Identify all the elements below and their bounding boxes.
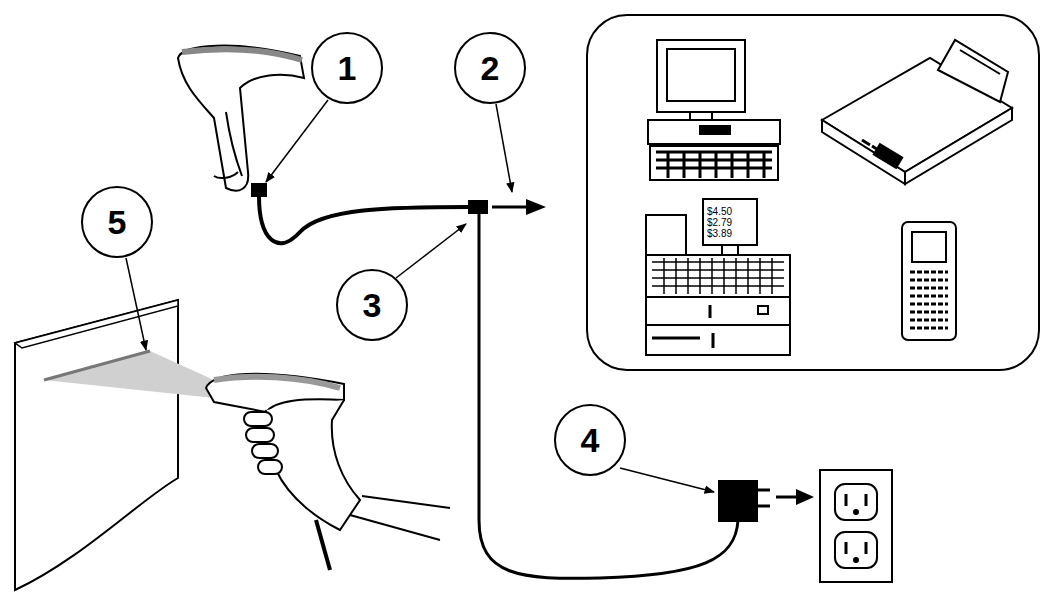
target-surface (15, 300, 178, 590)
terminal-port (874, 144, 902, 168)
register-drawer (646, 325, 790, 355)
host-group-frame (587, 15, 1039, 370)
callout-number: 1 (311, 32, 383, 104)
terminal-front (822, 120, 905, 184)
keyboard (650, 146, 778, 180)
cash-register (646, 199, 790, 355)
finger (244, 412, 272, 426)
scanner-body (178, 46, 304, 191)
plug-arrow-head (796, 489, 814, 505)
callout-number: 5 (108, 203, 127, 242)
leader-line (396, 224, 466, 278)
drawer-handles (652, 305, 713, 348)
monitor (657, 40, 745, 112)
callout-number: 5 (81, 186, 153, 258)
terminal-display (938, 40, 1008, 102)
scan-line (44, 351, 150, 380)
callout-number: 3 (336, 269, 408, 341)
leader-lines (126, 100, 714, 492)
to-host-arrow-head (526, 199, 546, 215)
scanner-upright (178, 46, 304, 196)
plug-arrow-shaft (776, 496, 798, 499)
handheld-screen (912, 232, 946, 262)
power-cable (479, 214, 738, 578)
price-text: $4.50 $2.79 $3.89 (707, 206, 753, 239)
callout-number: 1 (338, 49, 357, 88)
terminal-side (905, 108, 1012, 184)
leader-line (126, 258, 146, 350)
display-line (960, 50, 1000, 74)
leader-line (620, 468, 714, 492)
monitor-stand (690, 112, 712, 120)
callout-number: 4 (554, 404, 626, 476)
outlet-plate (820, 470, 892, 582)
scan-beam (44, 351, 214, 398)
ground-hole (854, 558, 858, 562)
register-printer (646, 215, 686, 255)
socket-upper (835, 484, 877, 520)
scanner-grip-line (226, 112, 242, 176)
scanner-in-hand (206, 374, 450, 570)
finger (258, 460, 282, 474)
handheld-body (902, 222, 956, 340)
keyboard-keys (656, 152, 772, 178)
data-terminal (822, 40, 1012, 184)
display-stand (722, 245, 738, 255)
scanner-cable-end (316, 520, 330, 570)
sleeve (350, 496, 450, 540)
finger (252, 444, 278, 458)
register-drawer-upper (646, 297, 790, 325)
system-unit (648, 120, 780, 144)
socket-lower (835, 532, 877, 568)
monitor-screen (667, 49, 735, 101)
callout-number: 4 (581, 421, 600, 460)
callout-number: 2 (454, 32, 526, 104)
power-adapter (718, 480, 758, 522)
leader-line (496, 104, 512, 192)
desktop-computer (648, 40, 780, 180)
finger (246, 428, 274, 442)
scanner-top (214, 377, 340, 388)
socket-slots (846, 494, 866, 554)
drawer-lock (758, 306, 768, 314)
register-keyboard (646, 255, 790, 297)
wall-outlet (820, 470, 892, 582)
callout-number: 3 (363, 286, 382, 325)
interface-cable (259, 196, 470, 243)
ground-hole (854, 510, 858, 514)
register-display (703, 199, 757, 245)
leader-line (266, 100, 328, 182)
price-display: $4.50 $2.79 $3.89 (707, 203, 753, 241)
to-host-arrow-shaft (492, 206, 528, 209)
drive-slot (700, 126, 730, 134)
surface-edge (15, 300, 178, 348)
callout-number: 2 (481, 49, 500, 88)
handheld-keys (910, 272, 948, 328)
register-keys (652, 258, 784, 294)
scanner-window (182, 49, 302, 60)
host-connector (468, 200, 488, 214)
adapter-prongs (758, 490, 770, 506)
cable-boot (252, 184, 266, 196)
handheld-terminal (902, 222, 956, 340)
scanner-trigger (214, 172, 238, 178)
